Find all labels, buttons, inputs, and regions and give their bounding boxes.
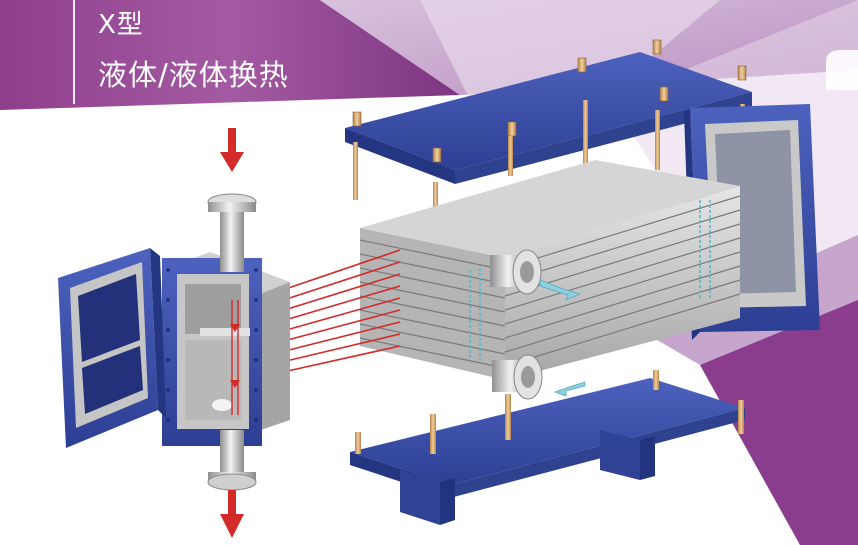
purple-band	[0, 0, 460, 110]
side-flow-arrow-icon	[539, 279, 586, 397]
title-subtitle: 液体/液体换热	[98, 58, 289, 92]
front-door	[58, 248, 166, 448]
title-model: X型	[98, 10, 144, 40]
bottom-base	[350, 370, 745, 525]
plate-pack-core	[359, 160, 741, 380]
purple-corner	[700, 270, 858, 545]
vertical-inlet-pipe	[207, 193, 257, 491]
side-nozzles	[490, 249, 543, 400]
corner-card	[826, 50, 858, 90]
title-divider	[73, 0, 75, 104]
inlet-header-box	[162, 252, 290, 446]
inlet-down-arrow-icon	[220, 128, 244, 172]
top-plate	[345, 39, 752, 184]
light-band	[420, 0, 720, 100]
outlet-down-arrow-icon	[220, 490, 244, 538]
